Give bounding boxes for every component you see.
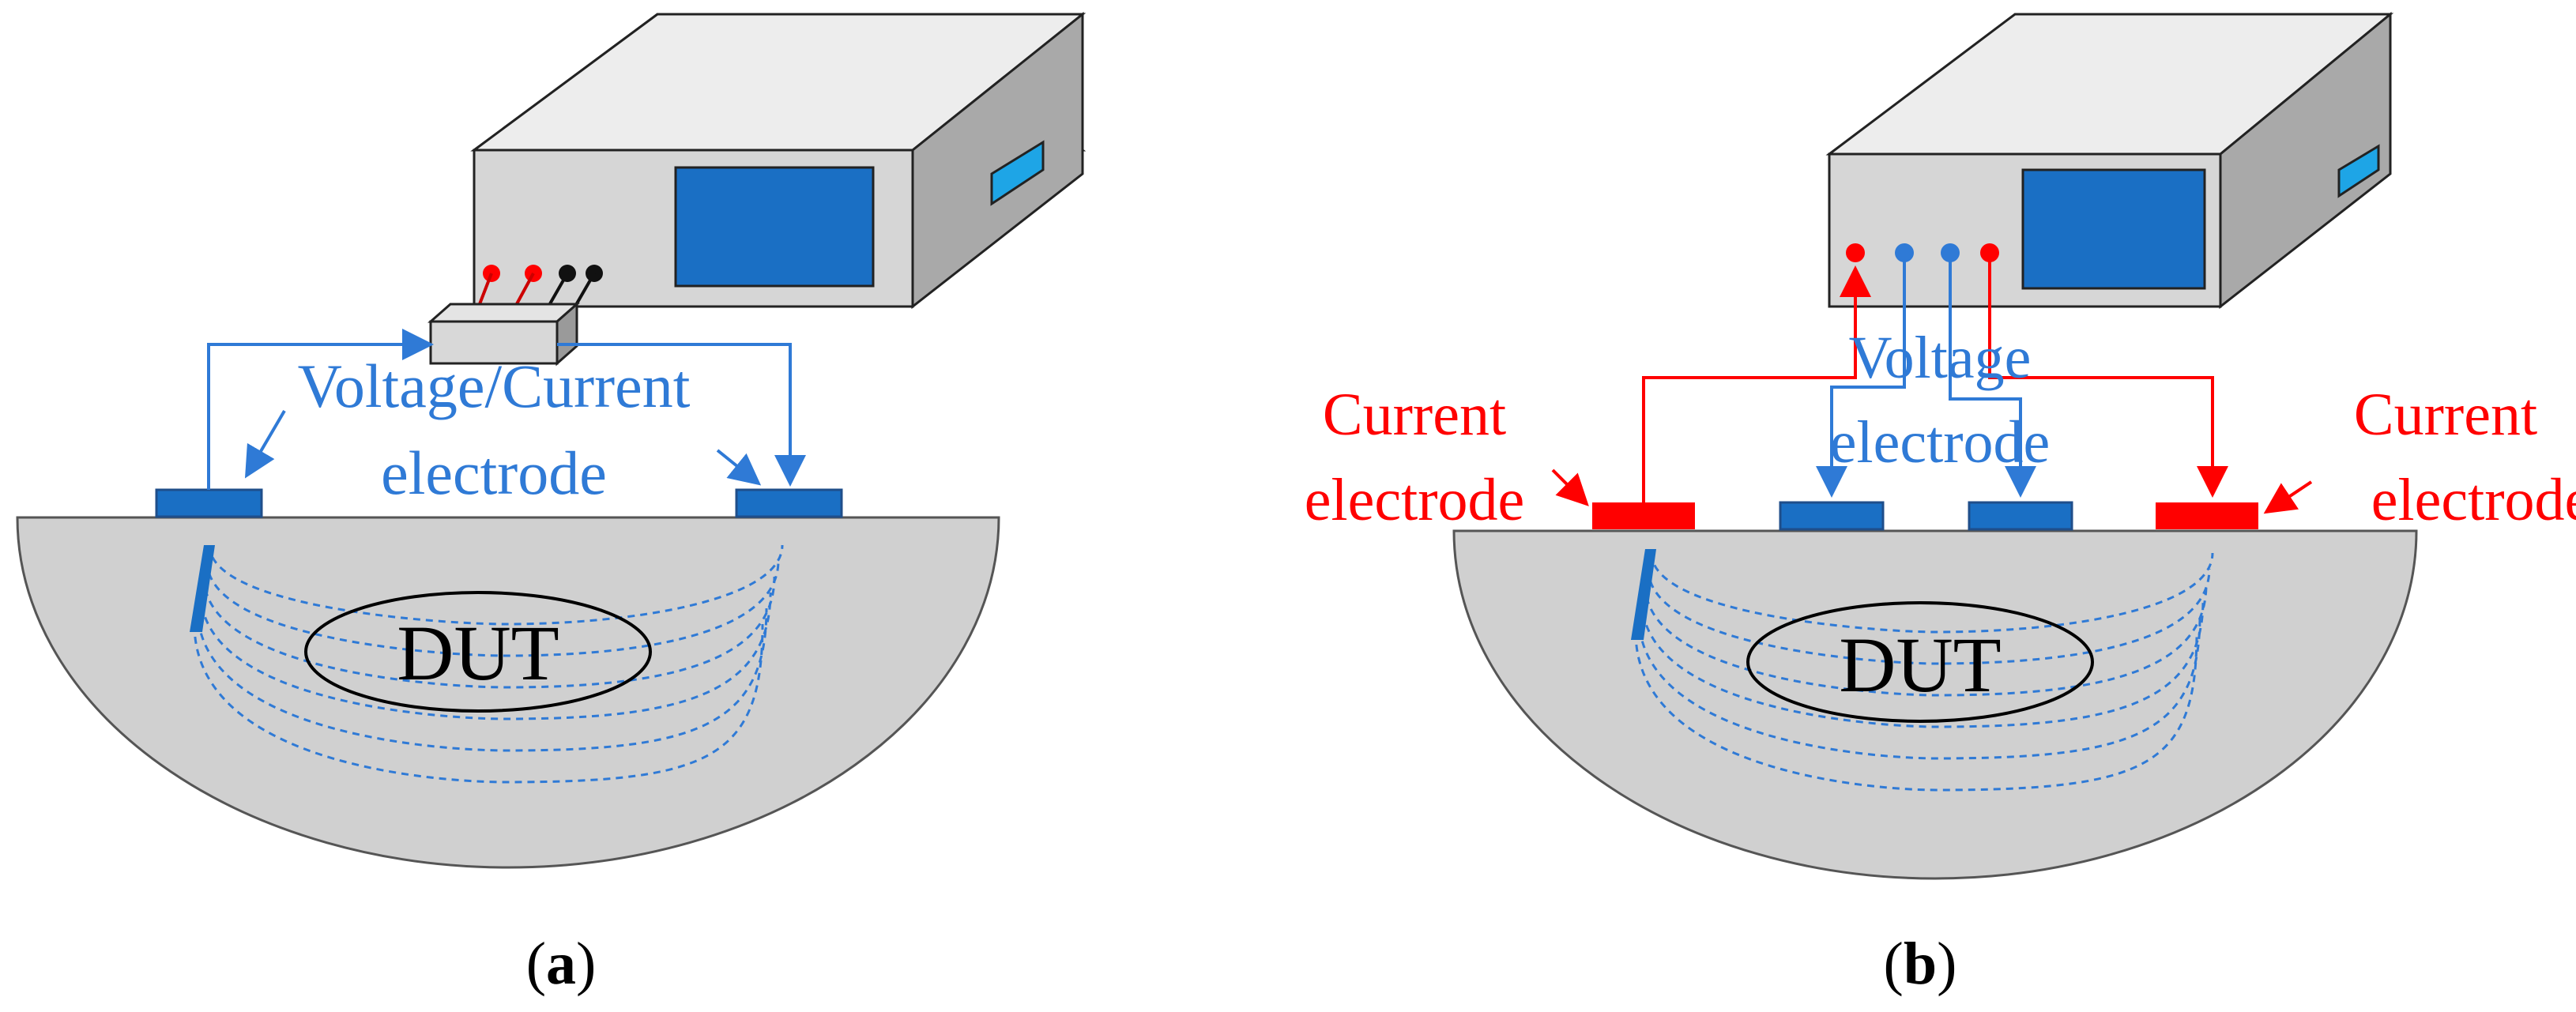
caption-a-close: ) — [576, 931, 596, 997]
current-wires-b — [1642, 253, 2228, 502]
field-lines-b — [1634, 552, 2214, 792]
dut-ellipse-a — [304, 591, 652, 713]
voltage-label-1-b: Voltage — [1849, 325, 2032, 391]
left-current-label-2-b: electrode — [1305, 467, 1524, 533]
switch-box-a — [427, 301, 580, 367]
caption-a-open: ( — [526, 931, 546, 997]
probe-wedge-b — [1631, 549, 1656, 640]
instrument-a — [470, 11, 1087, 315]
dut-ellipse-b — [1746, 601, 2094, 723]
voltage-wires-b — [1816, 253, 2036, 498]
wires-a — [207, 329, 806, 490]
probe-wedge-a — [190, 545, 215, 632]
terminal-red-1-b — [1846, 243, 1865, 262]
caption-b-close: ) — [1937, 931, 1956, 997]
dut-label-b: DUT — [1839, 621, 2002, 709]
caption-b: (b) — [1884, 931, 1957, 997]
caption-b-open: ( — [1884, 931, 1904, 997]
right-electrode-a — [735, 488, 843, 518]
side-window-b — [2337, 144, 2380, 198]
right-current-electrode-b — [2156, 502, 2258, 529]
left-electrode-a — [155, 488, 263, 518]
dut-body-b — [1452, 529, 2418, 880]
left-current-label-1-b: Current — [1323, 382, 1506, 448]
dut-body-a — [16, 516, 1000, 869]
dut-label-a: DUT — [397, 609, 559, 697]
caption-b-letter: b — [1904, 931, 1937, 997]
right-current-label-1-b: Current — [2354, 382, 2537, 448]
screen-b — [2021, 168, 2206, 290]
field-lines-a — [193, 544, 784, 784]
caption-a-letter: a — [546, 931, 576, 997]
panel-a: DUT — [16, 11, 1087, 997]
pointer-arrows-b — [1551, 468, 2313, 514]
right-current-label-2-b: electrode — [2371, 467, 2576, 533]
side-window-a — [990, 140, 1045, 206]
voltage-electrode-2-b — [1968, 501, 2073, 531]
caption-a: (a) — [526, 931, 597, 997]
screen-a — [674, 166, 875, 288]
electrode-label-a: electrode — [381, 438, 607, 507]
panel-b: DUT — [1305, 11, 2576, 997]
voltage-current-label-a: Voltage/Current — [298, 352, 691, 420]
voltage-electrode-1-b — [1779, 501, 1885, 531]
instrument-b — [1825, 11, 2394, 310]
voltage-label-2-b: electrode — [1830, 409, 2050, 476]
left-current-electrode-b — [1592, 502, 1695, 529]
